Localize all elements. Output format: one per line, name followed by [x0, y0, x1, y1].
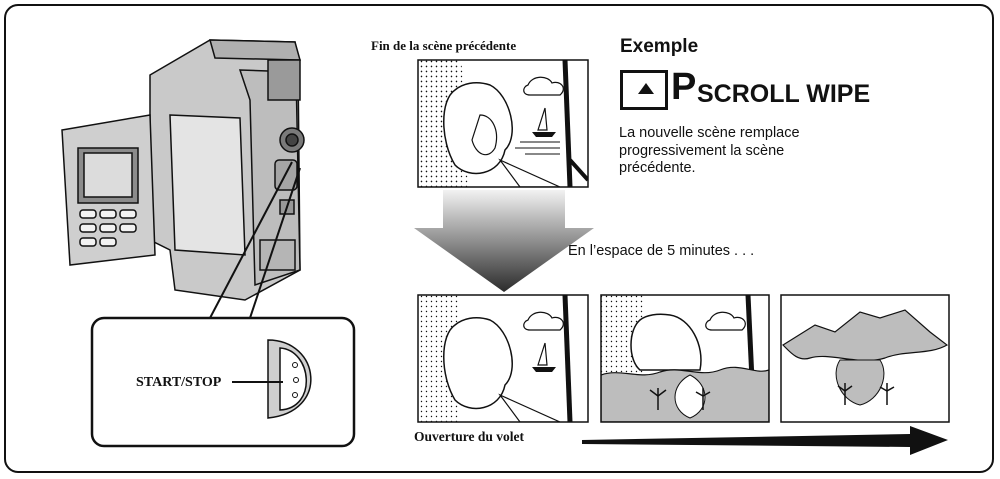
example-heading: Exemple: [620, 36, 699, 57]
figure-frame: [4, 4, 994, 473]
transition-step-2-image: [601, 295, 769, 422]
effect-description: La nouvelle scène remplace progressiveme…: [619, 125, 800, 176]
start-stop-callout: [90, 316, 356, 448]
camcorder-illustration: [61, 39, 305, 319]
right-arrow-icon: [582, 426, 948, 455]
duration-label: En l’espace de 5 minutes . . .: [568, 243, 755, 259]
effect-icon-letter: P: [671, 66, 697, 108]
transition-step-1-frame: [417, 294, 589, 423]
shutter-opening-label: Ouverture du volet: [414, 429, 524, 444]
transition-step-1-image: [418, 295, 588, 422]
previous-scene-image: [418, 60, 588, 187]
scroll-up-triangle-icon: [620, 70, 668, 110]
previous-scene-label: Fin de la scène précédente: [371, 38, 517, 53]
previous-scene-frame: [417, 59, 589, 188]
start-stop-label: START/STOP: [136, 375, 222, 390]
effect-name: SCROLL WIPE: [697, 80, 871, 108]
transition-step-2-frame: [600, 294, 770, 423]
gradient-down-arrow-icon: [414, 190, 594, 292]
transition-step-3-image: [780, 294, 950, 423]
